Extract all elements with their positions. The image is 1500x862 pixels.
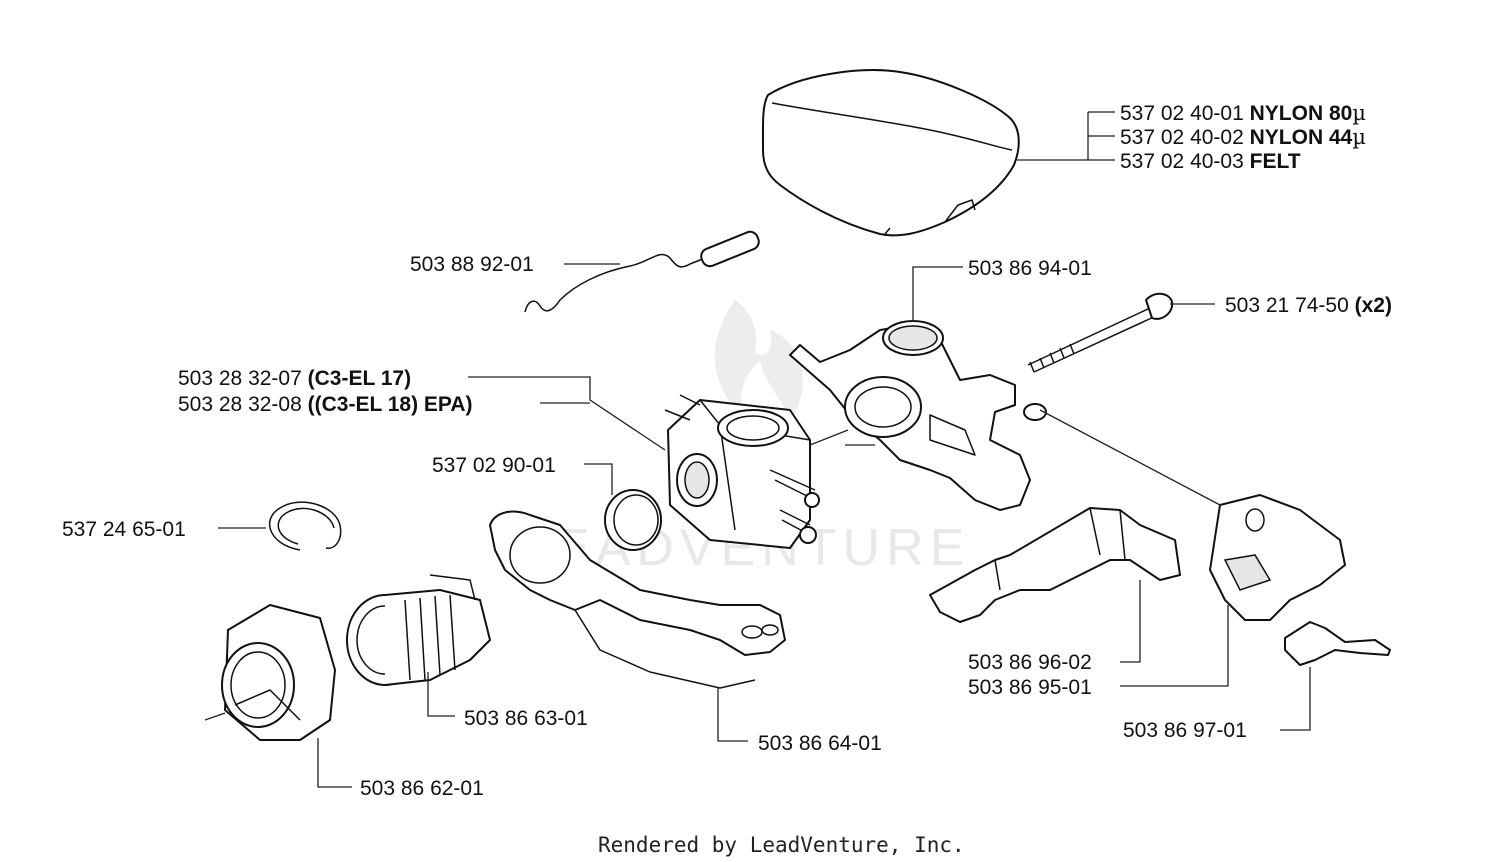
gasket-part: [604, 489, 662, 551]
label-503-86-63-01: 503 86 63-01: [464, 707, 588, 730]
carburetor-part: [664, 394, 820, 549]
label-503-28-32-07: 503 28 32-07 (C3-EL 17): [178, 367, 411, 390]
label-503-88-92-01: 503 88 92-01: [410, 253, 534, 276]
part-labels: 537 02 40-01 NYLON 80µ 537 02 40-02 NYLO…: [62, 101, 1392, 800]
leader-lines: [204, 111, 1311, 788]
footer-credit: Rendered by LeadVenture, Inc.: [598, 833, 965, 857]
spring-part: [1284, 621, 1391, 666]
label-537-24-65-01: 537 24 65-01: [62, 518, 186, 541]
label-537-02-40-02: 537 02 40-02 NYLON 44µ: [1120, 125, 1366, 149]
bolt-part: [1027, 292, 1174, 373]
air-filter-part: [761, 69, 1020, 237]
label-537-02-40-03: 537 02 40-03 FELT: [1120, 150, 1301, 173]
flange-part: [221, 604, 336, 741]
label-503-86-64-01: 503 86 64-01: [758, 732, 882, 755]
flame-watermark-icon: [714, 300, 803, 420]
retaining-ring-part: [268, 501, 342, 551]
cover-part: [1209, 494, 1346, 621]
intake-bracket-part: [489, 510, 786, 689]
throttle-lever-part: [929, 507, 1181, 623]
intake-boot-part: [346, 574, 491, 686]
label-537-02-90-01: 537 02 90-01: [432, 454, 556, 477]
carburetor-holder-part: [789, 320, 1047, 511]
label-503-86-96-02: 503 86 96-02: [968, 651, 1092, 674]
wire-part: [524, 230, 760, 313]
label-503-21-74-50: 503 21 74-50 (x2): [1225, 294, 1392, 317]
label-503-86-95-01: 503 86 95-01: [968, 676, 1092, 699]
label-503-28-32-08: 503 28 32-08 ((C3-EL 18) EPA): [178, 393, 473, 416]
label-537-02-40-01: 537 02 40-01 NYLON 80µ: [1120, 101, 1366, 125]
label-503-86-62-01: 503 86 62-01: [360, 777, 484, 800]
label-503-86-94-01: 503 86 94-01: [968, 257, 1092, 280]
label-503-86-97-01: 503 86 97-01: [1123, 719, 1247, 742]
